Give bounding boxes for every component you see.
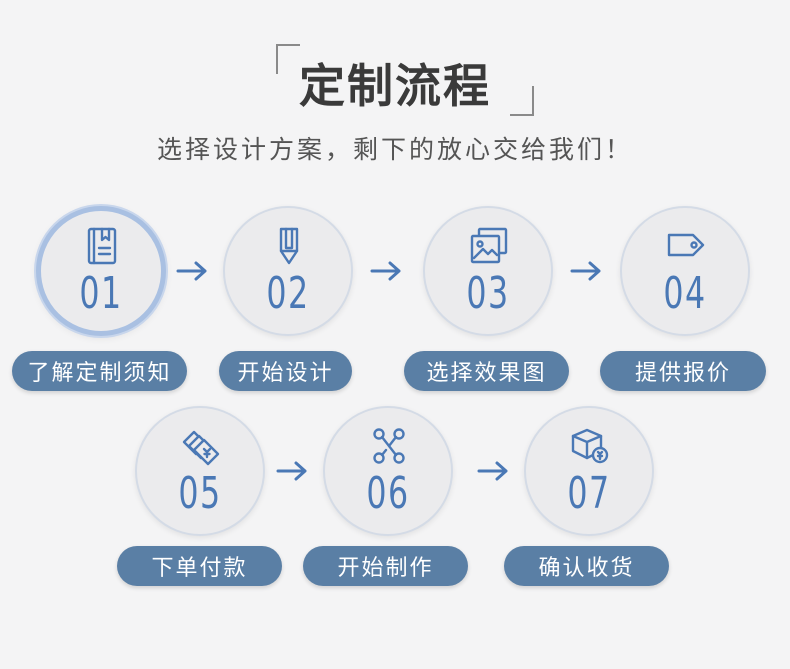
step-label-4[interactable]: 提供报价 xyxy=(600,351,766,391)
step-label-2[interactable]: 开始设计 xyxy=(219,351,352,391)
step-label-7[interactable]: 确认收货 xyxy=(504,546,669,586)
notebook-icon xyxy=(87,227,117,265)
page-title: 定制流程 xyxy=(299,59,491,113)
production-nodes-icon xyxy=(373,428,405,464)
step-circle-7[interactable]: 07 xyxy=(524,406,654,536)
step-number: 03 xyxy=(466,268,510,319)
arrow-right-icon xyxy=(570,261,601,281)
step-number: 04 xyxy=(663,268,707,319)
step-label-5[interactable]: 下单付款 xyxy=(117,546,282,586)
arrow-right-icon xyxy=(176,261,207,281)
pencil-icon xyxy=(279,227,299,265)
step-circle-4[interactable]: 04 xyxy=(620,206,750,336)
step-circle-3[interactable]: 03 xyxy=(423,206,553,336)
step-circle-2[interactable]: 02 xyxy=(223,206,353,336)
step-number: 01 xyxy=(79,268,123,319)
page-subtitle: 选择设计方案，剩下的放心交给我们！ xyxy=(156,135,633,164)
title-bracket-left xyxy=(276,44,300,74)
step-label-6[interactable]: 开始制作 xyxy=(303,546,468,586)
step-circle-6[interactable]: 06 xyxy=(323,406,453,536)
step-circle-1[interactable]: 01 xyxy=(36,206,166,336)
price-tag-icon xyxy=(667,233,705,257)
step-number: 02 xyxy=(266,268,310,319)
title-bracket-right xyxy=(510,86,534,116)
payment-cards-icon xyxy=(182,430,220,466)
step-label-1[interactable]: 了解定制须知 xyxy=(12,351,187,391)
arrow-right-icon xyxy=(276,461,307,481)
title-block: 定制流程 xyxy=(0,40,790,120)
step-label-3[interactable]: 选择效果图 xyxy=(404,351,569,391)
arrow-right-icon xyxy=(370,261,401,281)
image-gallery-icon xyxy=(470,227,508,264)
step-number: 05 xyxy=(178,468,222,519)
arrow-right-icon xyxy=(477,461,508,481)
step-number: 06 xyxy=(366,468,410,519)
package-icon xyxy=(571,428,609,464)
step-circle-5[interactable]: 05 xyxy=(135,406,265,536)
step-number: 07 xyxy=(567,468,611,519)
